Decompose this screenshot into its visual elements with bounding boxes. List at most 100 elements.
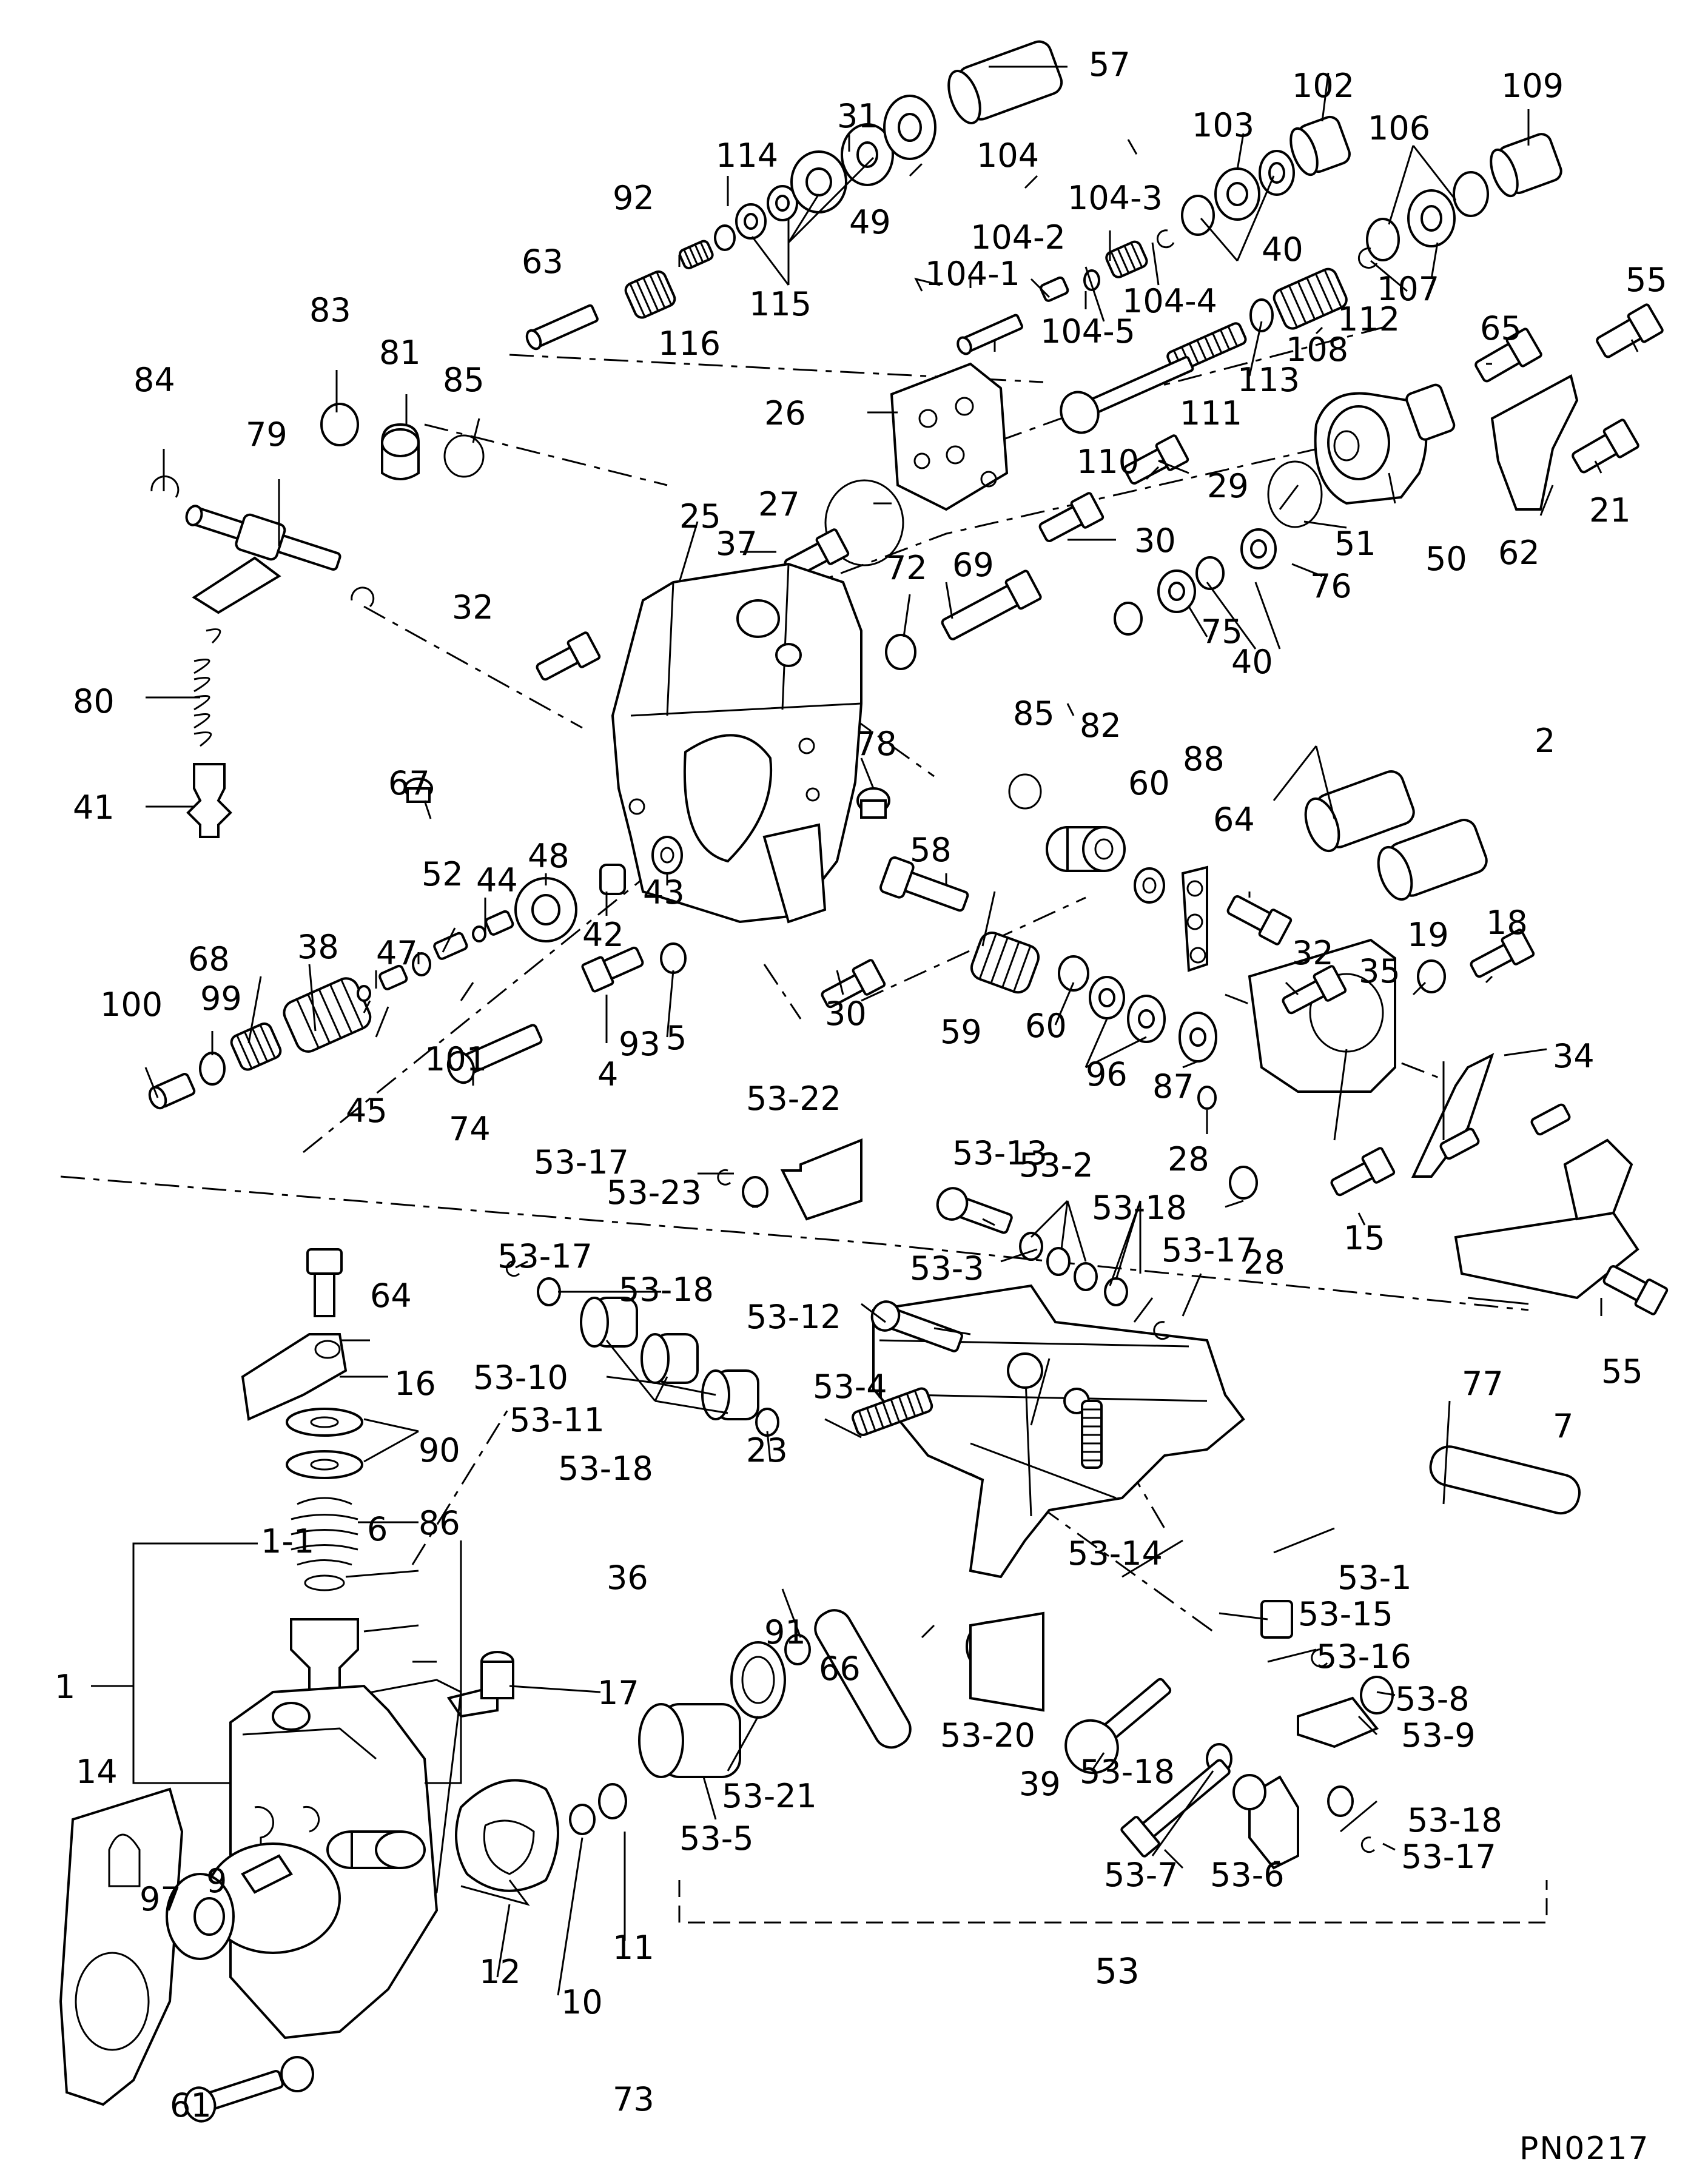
callout-label: 104-2 [970, 218, 1066, 257]
callout-label: 60 [1025, 1007, 1067, 1045]
callout-label: 53-21 [722, 1777, 817, 1815]
callout-label: 53-10 [473, 1359, 568, 1397]
callout-label: 101 [425, 1040, 487, 1078]
callout-label: 83 [309, 291, 351, 329]
callout-label: 53-17 [1162, 1231, 1257, 1269]
callout-label: 104 [977, 136, 1039, 175]
callout-label: 53-18 [1092, 1189, 1187, 1227]
callout-label: 67 [388, 764, 430, 802]
callout-label: 53-5 [679, 1819, 754, 1858]
callout-label: 32 [1292, 934, 1334, 972]
callout-label: 48 [528, 837, 570, 875]
callout-label: 116 [658, 324, 721, 363]
callout-label: 25 [679, 497, 721, 536]
callout-label: 85 [1013, 694, 1055, 733]
callout-label: 21 [1589, 491, 1631, 529]
callout-label: 61 [170, 2086, 212, 2124]
callout-label: 81 [379, 334, 421, 372]
callout-label: 41 [73, 788, 115, 827]
callout-label: 93 [619, 1025, 661, 1063]
callout-label: 108 [1286, 331, 1348, 369]
callout-label: 5 [666, 1019, 687, 1057]
callout-label: 66 [819, 1650, 861, 1688]
callout-label: 30 [1134, 522, 1176, 560]
callout-label: 59 [940, 1013, 982, 1051]
callout-label: 34 [1553, 1037, 1595, 1075]
callout-label: 53-14 [1068, 1534, 1163, 1573]
callout-label: 53-17 [497, 1237, 593, 1275]
callout-label: 53-23 [607, 1174, 702, 1212]
callout-label: 6 [367, 1510, 388, 1548]
callout-label: 23 [746, 1431, 788, 1469]
callout-label: 15 [1343, 1219, 1385, 1257]
callout-label: 113 [1237, 361, 1300, 399]
callout-label: 87 [1152, 1067, 1194, 1106]
callout-label: 49 [849, 203, 891, 241]
callout-label: 103 [1192, 106, 1254, 144]
callout-label: 39 [1019, 1765, 1061, 1803]
callout-label: 100 [100, 986, 163, 1024]
callout-label: 58 [910, 831, 952, 869]
callout-label: 53-1 [1337, 1559, 1412, 1597]
callout-label: 51 [1334, 525, 1376, 563]
callout-label: 28 [1243, 1243, 1285, 1281]
callout-label: 78 [855, 725, 897, 763]
callout-label: 86 [419, 1504, 460, 1542]
callout-label: 64 [370, 1277, 412, 1315]
callout-label: 104-5 [1040, 312, 1135, 351]
callout-label: 27 [758, 485, 800, 523]
callout-label: 63 [522, 243, 563, 281]
callout-label: 84 [133, 361, 175, 399]
callout-label: 85 [443, 361, 485, 399]
callout-label: 82 [1080, 707, 1121, 745]
callout-label: 52 [422, 855, 463, 893]
callout-label: 53-18 [1407, 1801, 1502, 1839]
callout-labels: 1 1-1 2 4 5 6 7 9 10 11 12 14 15 16 17 1… [55, 45, 1667, 2167]
callout-label: 53-7 [1104, 1856, 1178, 1894]
callout-label: 10 [561, 1983, 603, 2021]
callout-label: 19 [1407, 916, 1449, 954]
callout-label: 53-22 [746, 1080, 841, 1118]
callout-label: 45 [346, 1092, 388, 1130]
callout-label: 68 [188, 940, 230, 978]
drawing-reference-code: PN0217 [1519, 2131, 1650, 2167]
callout-label: 14 [76, 1753, 118, 1791]
callout-label: 91 [764, 1613, 806, 1651]
callout-label: 1 [55, 1668, 75, 1706]
callout-label: 7 [1553, 1407, 1573, 1445]
callout-label: 11 [613, 1929, 654, 1967]
callout-label: 62 [1498, 534, 1540, 572]
callout-label: 53-6 [1210, 1856, 1285, 1894]
callout-label: 53-12 [746, 1298, 841, 1336]
callout-label: 79 [246, 415, 287, 454]
callout-label: 53-17 [534, 1143, 629, 1181]
callout-label: 92 [613, 179, 654, 217]
callout-label: 104-4 [1122, 282, 1217, 320]
callout-label: 107 [1377, 270, 1439, 308]
callout-label: 28 [1168, 1140, 1209, 1178]
callout-label: 32 [452, 588, 494, 626]
callout-label: 50 [1425, 540, 1467, 578]
callout-label: 111 [1180, 394, 1242, 432]
callout-label: 104-1 [925, 255, 1020, 293]
callout-label: 44 [476, 861, 518, 899]
callout-label: 90 [419, 1431, 460, 1469]
callout-label: 102 [1292, 67, 1354, 105]
callout-label: 53-3 [910, 1249, 984, 1288]
callout-label: 53-18 [1080, 1753, 1175, 1791]
callout-label: 35 [1359, 952, 1400, 990]
callout-label: 42 [582, 916, 624, 954]
callout-label: 57 [1089, 45, 1131, 84]
callout-label: 53-15 [1298, 1595, 1393, 1633]
callout-label: 97 [140, 1880, 181, 1918]
callout-label: 69 [952, 546, 994, 584]
callout-label: 53 [1095, 1950, 1140, 1992]
leader-lines [91, 65, 1639, 1996]
callout-label: 73 [613, 2080, 654, 2118]
callout-label: 53-13 [952, 1134, 1047, 1172]
callout-label: 74 [449, 1110, 491, 1148]
callout-label: 4 [597, 1055, 618, 1093]
callout-label: 53-18 [558, 1449, 653, 1488]
callout-label: 17 [597, 1674, 639, 1712]
